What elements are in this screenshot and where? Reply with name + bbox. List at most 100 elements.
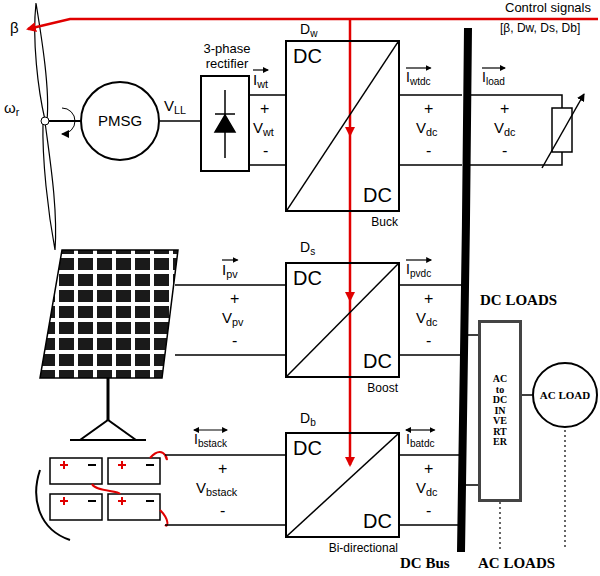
battery-stack: [150, 452, 167, 459]
current-arrow: [406, 429, 435, 430]
control-signal-line: [349, 19, 352, 135]
battery-stack: [160, 510, 167, 526]
subscript: batdc: [410, 438, 435, 449]
power-wire: [466, 95, 562, 165]
pv-panel: [40, 250, 178, 440]
pv-panel: [70, 439, 146, 441]
text-label: [β, Dw, Ds, Db]: [500, 22, 580, 35]
converter-label: DC: [363, 510, 392, 533]
text-label: β: [10, 20, 19, 37]
converter-label: DC: [363, 184, 392, 207]
text-label: +: [230, 290, 239, 308]
converter-label: DC: [293, 45, 322, 68]
inverter-box: AC to DC INVERTER: [478, 320, 522, 502]
text-label: -: [502, 142, 507, 160]
node-label: PMSG: [98, 112, 142, 129]
converter-label: DC: [293, 267, 322, 290]
wire-connector: [160, 120, 200, 122]
signal-label: Ds: [300, 240, 315, 255]
converter-type: Bi-directional: [329, 541, 398, 555]
signal-label: VLL: [164, 98, 186, 115]
power-wire: [250, 164, 285, 166]
subscript: bstack: [206, 486, 237, 498]
current-arrow: [222, 259, 238, 260]
text-label: DC Bus: [400, 555, 450, 572]
wire-connector: [522, 394, 532, 396]
subscript: pvdc: [410, 268, 431, 279]
converter-diagonal: [287, 434, 398, 536]
signal-label: Ipv: [222, 262, 238, 279]
signal-label: ωr: [4, 100, 19, 117]
converter-diagonal: [287, 42, 398, 210]
signal-label: Vpv: [222, 310, 243, 327]
load-resistor: [542, 94, 584, 168]
signal-label: Vwt: [253, 120, 274, 137]
node-label: 3-phase rectifier: [185, 42, 269, 71]
converter-type: Buck: [371, 215, 398, 229]
converter-diagonal: [287, 264, 398, 376]
signal-label: Dw: [300, 22, 317, 37]
battery-stack: [36, 452, 167, 540]
subscript: wtdc: [410, 76, 431, 87]
converter-box: DCDCBoost: [285, 262, 400, 378]
text-label: +: [218, 460, 227, 478]
battery-stack: [50, 494, 102, 520]
subscript: b: [310, 417, 316, 428]
text-label: +: [424, 290, 433, 308]
text-label: -: [426, 502, 431, 520]
power-wire: [400, 95, 462, 165]
subscript: pv: [226, 268, 237, 280]
signal-label: Vdc: [494, 120, 515, 137]
signal-label: Ipvdc: [406, 262, 431, 277]
diode-symbol: [215, 115, 235, 132]
battery-stack: [108, 494, 160, 520]
subscript: s: [310, 246, 315, 257]
signal-label: Vbstack: [196, 480, 237, 497]
power-wire: [400, 455, 462, 525]
signal-label: Iwt: [253, 72, 268, 89]
text-label: +: [260, 100, 269, 118]
control-signal-line: [349, 135, 352, 300]
text-label: -: [263, 142, 268, 160]
dc-bus: [461, 28, 468, 552]
control-signal-line: [349, 300, 352, 465]
signal-label: Iload: [482, 70, 505, 85]
subscript: dc: [504, 126, 515, 138]
node-label: AC LOAD: [540, 389, 590, 402]
dc-bus: [461, 28, 468, 552]
text-label: DC LOADS: [480, 292, 557, 309]
signal-label: Db: [300, 411, 316, 426]
battery-stack: [36, 470, 70, 540]
converter-box: DCDCBi-directional: [285, 432, 400, 538]
text-label: -: [232, 332, 237, 350]
current-arrow: [406, 259, 431, 260]
power-wire: [175, 285, 285, 355]
wind-turbine: [35, 3, 81, 250]
subscript: dc: [426, 126, 437, 138]
subscript: wt: [257, 78, 268, 90]
wire-connector: [250, 94, 285, 96]
text-label: -: [426, 332, 431, 350]
inverter-label: AC to DC INVERTER: [493, 374, 508, 448]
converter-box: DCDCBuck: [285, 40, 400, 212]
subscript: load: [486, 76, 505, 87]
subscript: LL: [174, 104, 186, 116]
wind-turbine: [43, 122, 56, 250]
subscript: dc: [426, 486, 437, 498]
signal-label: Vdc: [416, 120, 437, 137]
power-wire: [400, 285, 462, 355]
battery-stack: [108, 458, 160, 484]
load-circle: AC LOAD: [532, 362, 598, 428]
subscript: wt: [263, 126, 274, 138]
text-label: Control signals: [505, 1, 591, 15]
subscript: dc: [426, 316, 437, 328]
text-label: +: [424, 460, 433, 478]
current-arrow: [253, 69, 268, 70]
converter-label: DC: [293, 437, 322, 460]
subscript: bstack: [198, 438, 227, 449]
signal-label: Ibatdc: [406, 432, 435, 447]
diode-symbol: [215, 90, 235, 158]
signal-label: Iwtdc: [406, 70, 431, 85]
